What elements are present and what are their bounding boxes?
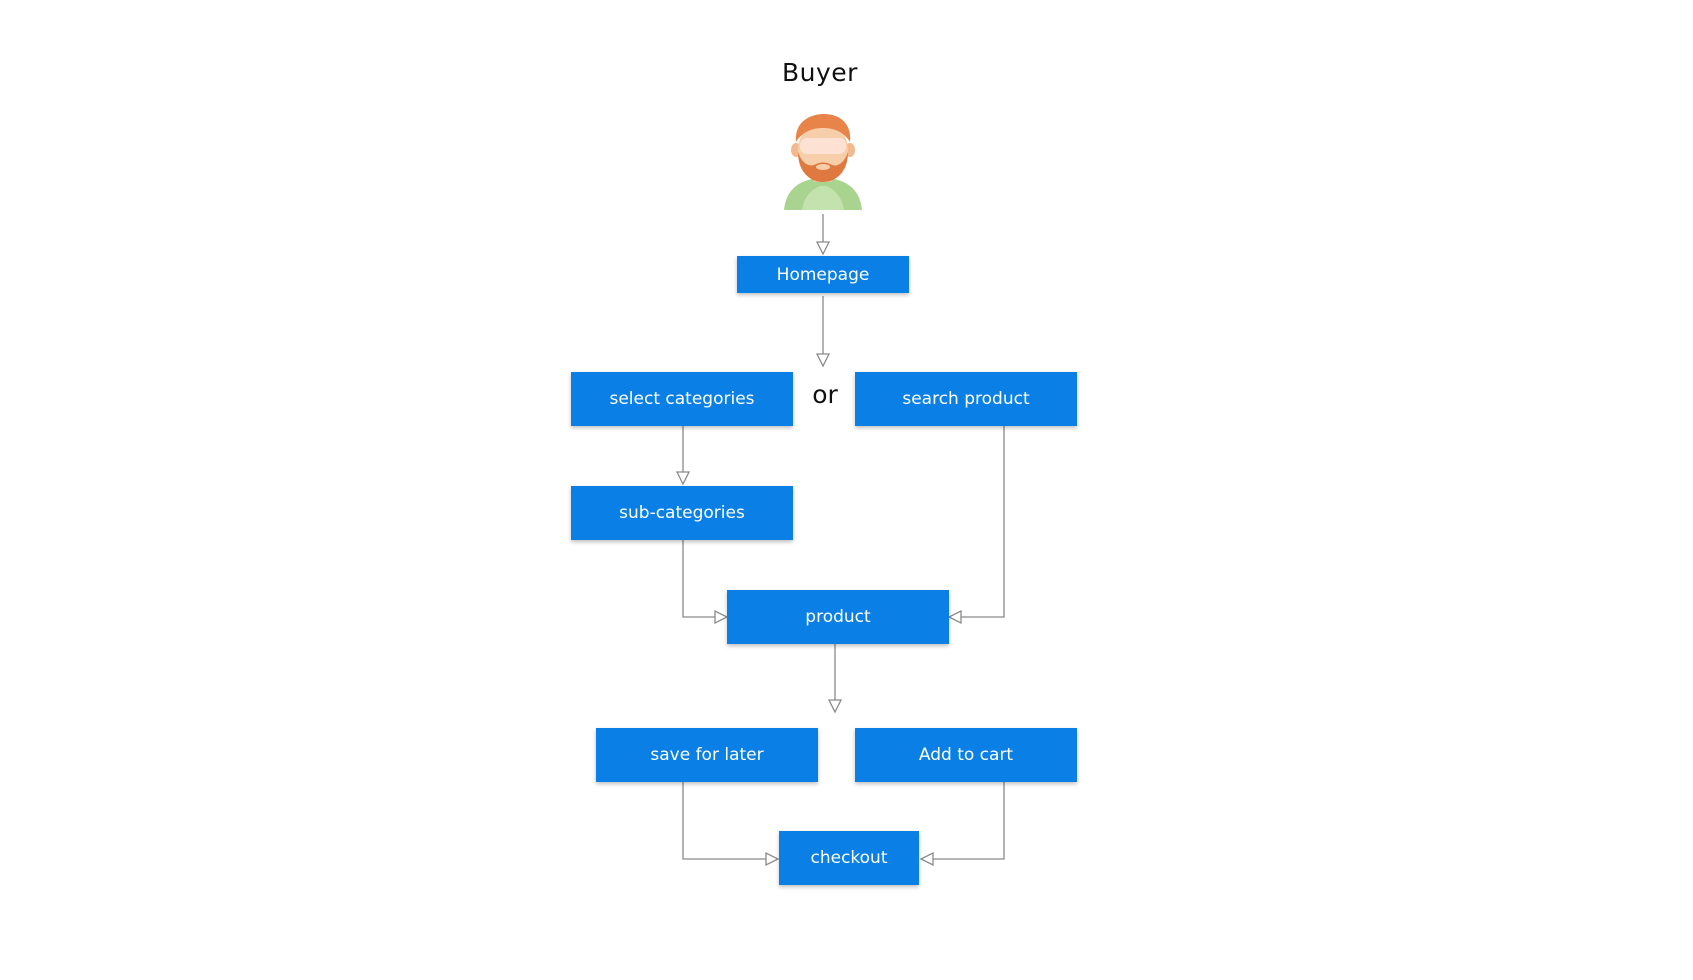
node-search-product-label: search product <box>902 389 1030 409</box>
node-product-label: product <box>805 607 871 627</box>
arrowhead <box>765 851 780 867</box>
node-checkout[interactable]: checkout <box>779 831 919 885</box>
or-connector: or <box>812 380 838 409</box>
edge-search-product <box>961 426 1005 618</box>
node-sub-categories-label: sub-categories <box>619 503 745 523</box>
node-add-to-cart-label: Add to cart <box>918 745 1014 765</box>
node-homepage[interactable]: Homepage <box>737 256 909 293</box>
edge-save-checkout <box>682 782 766 860</box>
node-select-categories-label: select categories <box>609 389 755 409</box>
node-save-for-later[interactable]: save for later <box>596 728 818 782</box>
arrowhead <box>919 851 934 867</box>
node-homepage-label: Homepage <box>776 264 870 285</box>
edge-cart-checkout <box>933 782 1005 860</box>
arrowhead <box>815 241 831 256</box>
arrowhead <box>675 471 691 486</box>
arrowhead <box>714 609 729 625</box>
arrowhead <box>947 609 962 625</box>
node-sub-categories[interactable]: sub-categories <box>571 486 793 540</box>
actor-label: Buyer <box>782 58 858 87</box>
node-add-to-cart[interactable]: Add to cart <box>855 728 1077 782</box>
node-search-product[interactable]: search product <box>855 372 1077 426</box>
node-save-for-later-label: save for later <box>650 745 764 765</box>
node-checkout-label: checkout <box>810 848 888 868</box>
node-product[interactable]: product <box>727 590 949 644</box>
arrowhead <box>827 699 843 714</box>
arrowhead <box>815 353 831 368</box>
buyer-avatar-icon <box>784 114 862 210</box>
edge-subcategories-product <box>682 540 715 618</box>
node-select-categories[interactable]: select categories <box>571 372 793 426</box>
